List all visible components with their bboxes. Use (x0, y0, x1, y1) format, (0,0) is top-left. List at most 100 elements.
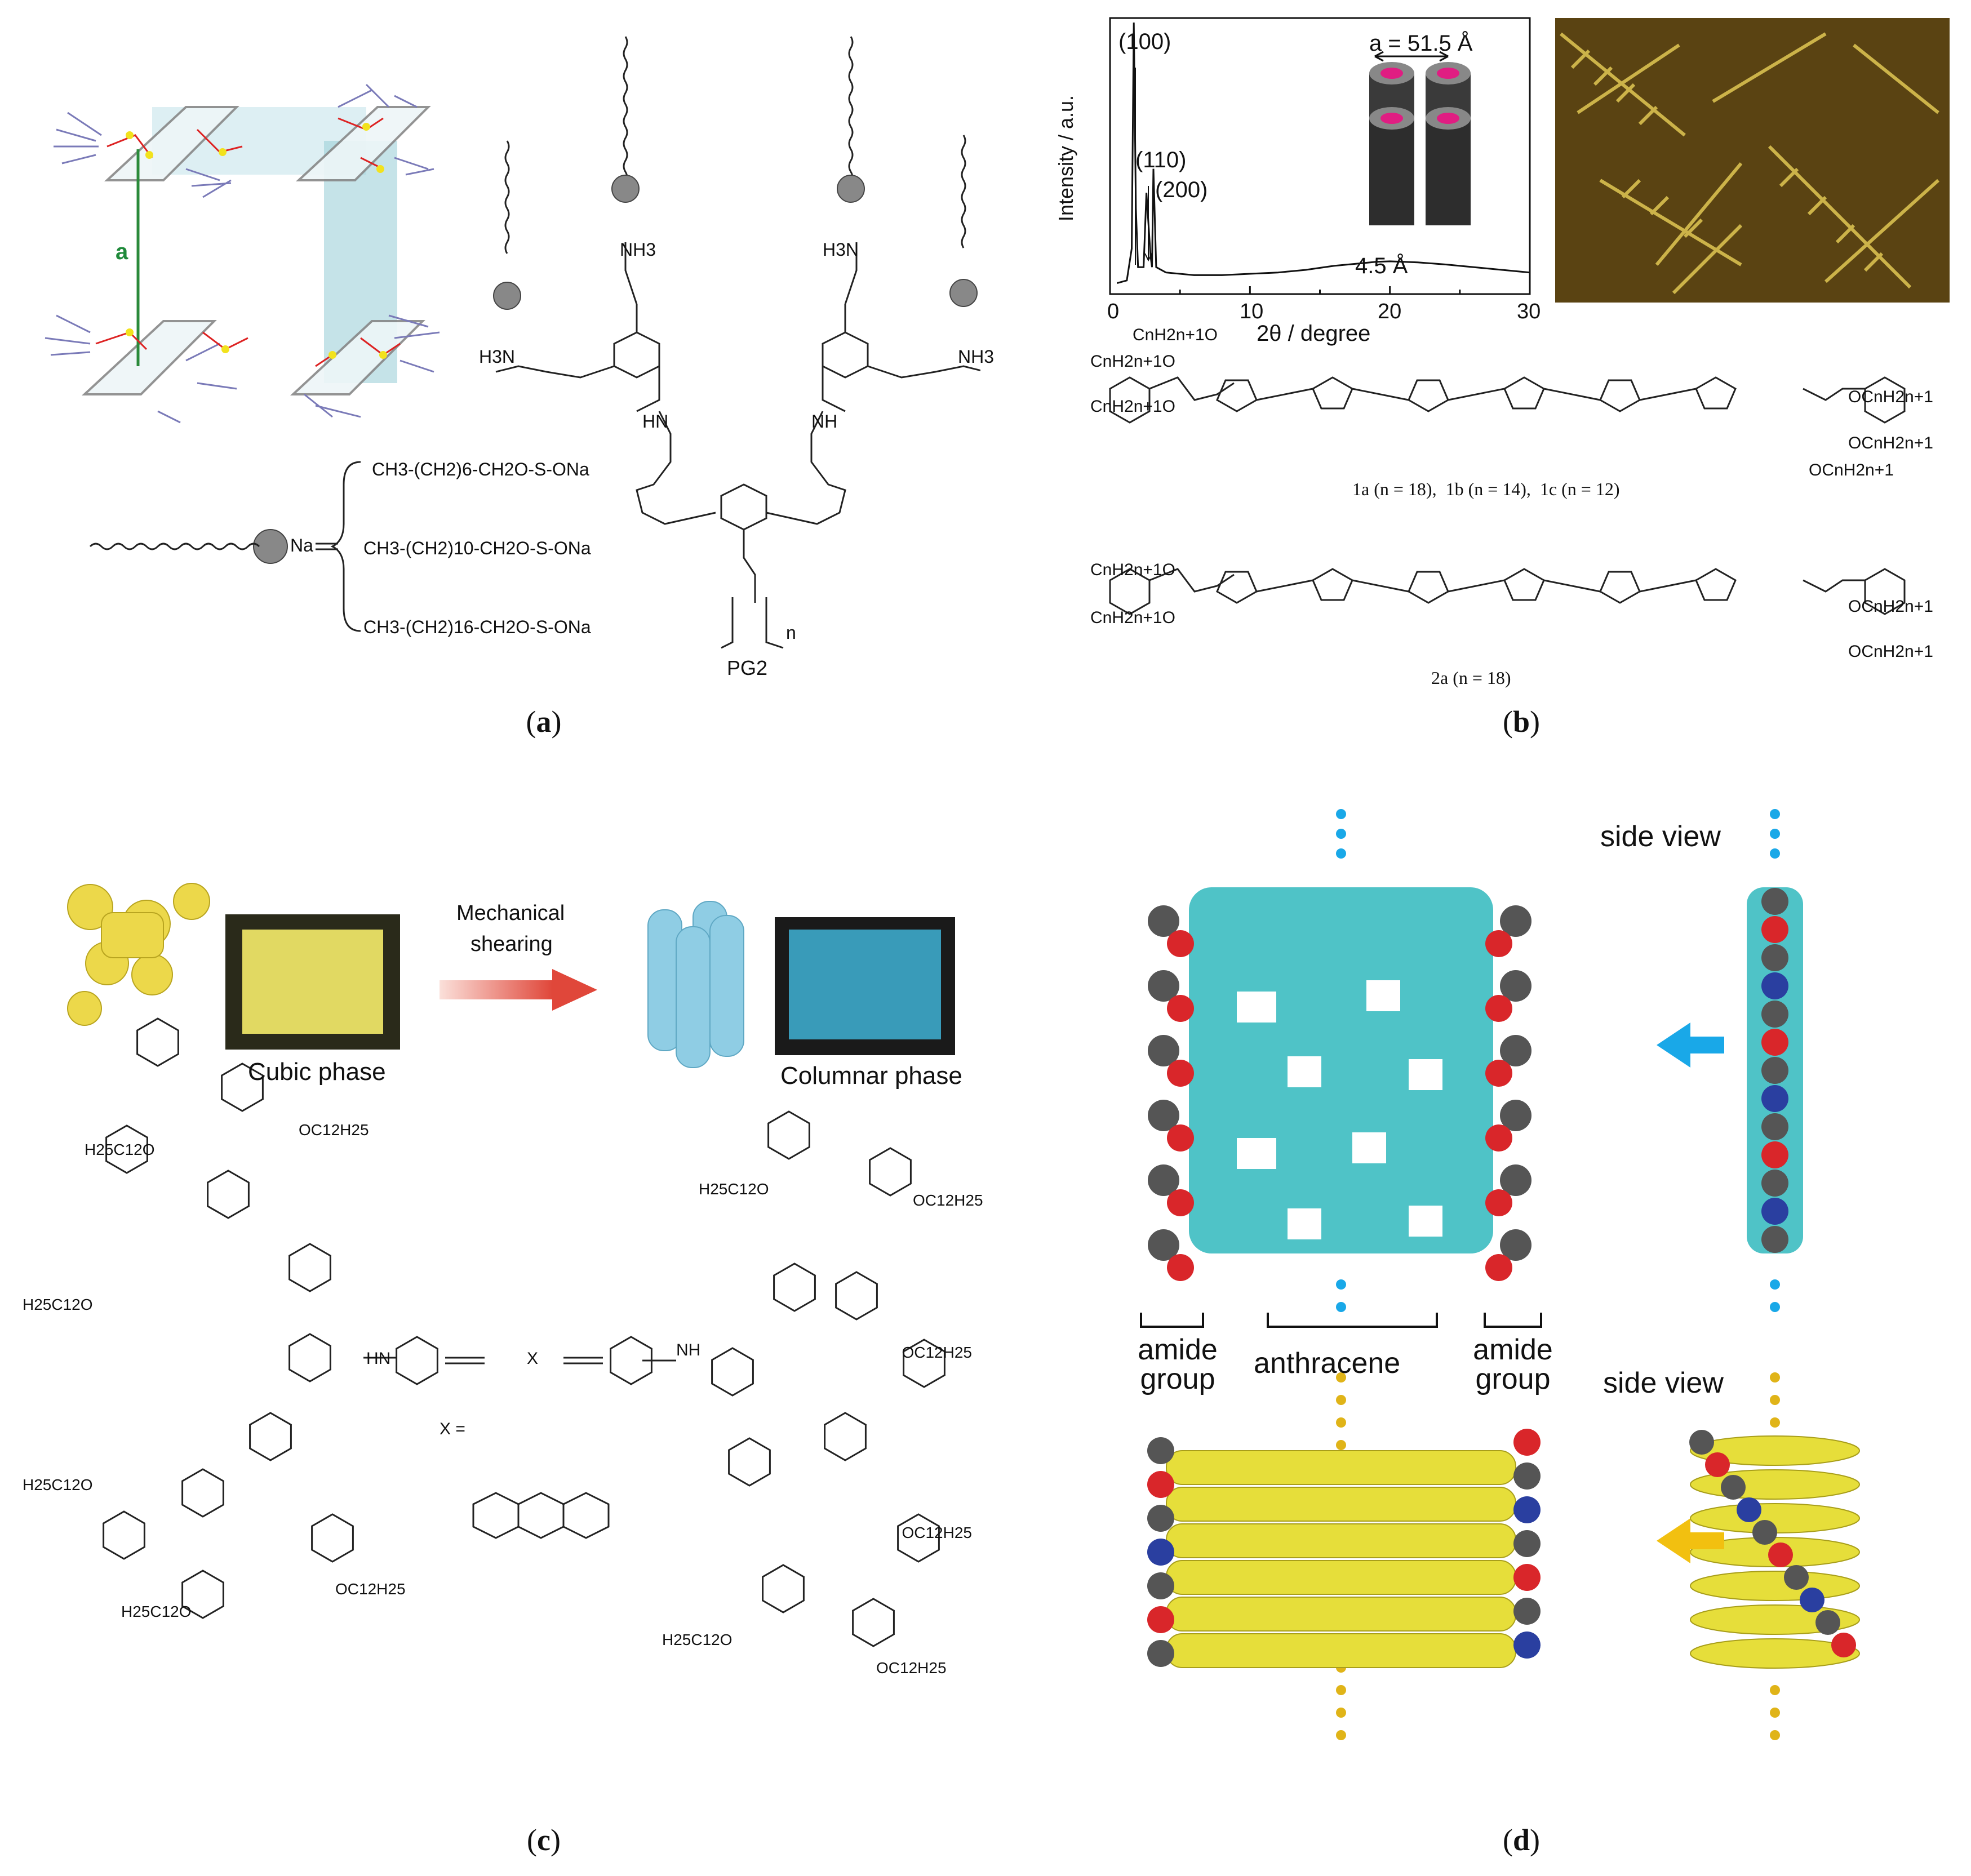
xrd-xlabel: 2θ / degree (1257, 321, 1371, 346)
chain-c-5: OC12H25 (335, 1580, 406, 1598)
anthracene-rod (1690, 1435, 1860, 1466)
thiophene-bond (1448, 579, 1505, 593)
panel-d-figure (1140, 809, 1860, 1740)
thiophene-ring (1503, 568, 1545, 601)
atom (1752, 1520, 1777, 1545)
cubic-label: Cubic phase (248, 1058, 386, 1086)
axis-dot (1770, 848, 1780, 859)
chain-c-8: OC12H25 (913, 1192, 983, 1209)
thiophene-bond (1256, 579, 1313, 593)
atom (1147, 1505, 1174, 1532)
alkoxy-2r-low: OCnH2n+1 (1848, 642, 1933, 661)
atom (1761, 1029, 1788, 1056)
atom (1147, 1640, 1174, 1667)
axis-dot (1336, 809, 1346, 819)
benzene-ring (711, 1347, 754, 1397)
atom (1485, 1254, 1512, 1281)
anthracene-rod (1166, 1523, 1516, 1558)
thiophene-ring (1503, 376, 1545, 410)
axis-dot (1336, 829, 1346, 839)
amide-group-left: amide group (1138, 1333, 1218, 1395)
yellow-molecule-model (1147, 1429, 1541, 1668)
xrd-ylabel: Intensity / a.u. (1054, 95, 1078, 222)
polymer-n: n (786, 623, 796, 643)
compound-1-labels: 1a (n = 18), 1b (n = 14), 1c (n = 12) (1352, 479, 1620, 499)
caption-b: (b) (1502, 705, 1540, 739)
alkoxy-1r-mid: OCnH2n+1 (1848, 434, 1933, 452)
axis-dot (1770, 829, 1780, 839)
xrd-pattern-line (1117, 22, 1530, 284)
atom (1737, 1497, 1761, 1522)
atom (1513, 1462, 1541, 1490)
chain-c-7: H25C12O (699, 1180, 769, 1198)
cyan-side-view (1747, 887, 1803, 1253)
thiophene-bond (1352, 579, 1409, 593)
thiophene-ring (1216, 571, 1258, 604)
atom (1761, 944, 1788, 971)
axis-dot (1770, 1708, 1780, 1718)
panel-a-figure (45, 36, 980, 649)
chain-c-12: OC12H25 (876, 1659, 947, 1677)
thiophene-bond (1639, 388, 1697, 401)
arrow-label-1: Mechanical (456, 901, 565, 925)
anthracene-rod (1166, 1560, 1516, 1595)
amide-left-a: HN (642, 411, 669, 432)
yellow-side-view (1689, 1430, 1860, 1669)
atom (1500, 1100, 1531, 1131)
axis-dot (1336, 1395, 1346, 1405)
alkoxy-2r-top: OCnH2n+1 (1848, 597, 1933, 616)
xrd-xtick-0: 0 (1107, 300, 1120, 323)
axis-dot (1336, 1372, 1346, 1382)
atom (1148, 970, 1179, 1002)
caption-a: (a) (526, 705, 562, 739)
amide-left-c: HN (366, 1349, 391, 1368)
ammonium-top-right: H3N (823, 239, 859, 260)
lattice-a: a = 51.5 Å (1369, 31, 1473, 56)
alkoxy-2-top: CnH2n+1O (1090, 561, 1175, 579)
yellow-arrow (1657, 1518, 1724, 1563)
ammonium-left: H3N (479, 346, 516, 367)
axis-dot (1770, 1302, 1780, 1312)
cubic-cluster (67, 883, 210, 1026)
atom (1761, 1198, 1788, 1225)
thiophene-bond (1543, 579, 1601, 593)
axis-dot (1336, 1417, 1346, 1428)
atom (1761, 1057, 1788, 1084)
benzene-ring (773, 1262, 816, 1312)
xrd-xtick-20: 20 (1378, 300, 1402, 323)
atom (1513, 1598, 1541, 1625)
benzene-ring (728, 1437, 771, 1487)
xrd-xtick-10: 10 (1240, 300, 1264, 323)
benzene-ring (249, 1412, 292, 1461)
arrow-label-2: shearing (470, 932, 553, 956)
alkoxy-1-top: CnH2n+1O (1133, 326, 1218, 344)
atom (1815, 1610, 1840, 1635)
dendrimer-structure (103, 1017, 945, 1647)
atom (1148, 905, 1179, 937)
alkoxy-1-low: CnH2n+1O (1090, 397, 1175, 416)
atom (1147, 1437, 1174, 1464)
thiophene-ring (1312, 568, 1353, 601)
compound-2-label: 2a (n = 18) (1431, 668, 1511, 688)
benzene-ring (610, 1336, 652, 1385)
atom (1784, 1565, 1809, 1590)
thiophene-ring (1408, 571, 1449, 604)
benzene-ring (207, 1170, 250, 1219)
column-stack-inset (1369, 51, 1471, 225)
benzene-ring (762, 1564, 805, 1613)
oligothiophene-2 (1109, 568, 1906, 615)
axis-dot (1770, 1395, 1780, 1405)
atom (1761, 1085, 1788, 1112)
thiophene-ring (1695, 376, 1737, 410)
atom (1148, 1100, 1179, 1131)
pg2-structure (495, 36, 980, 649)
axis-dot (1770, 1279, 1780, 1290)
atom (1167, 1124, 1194, 1152)
panel-c: Cubic phase Mechanical shearing Columnar… (0, 789, 983, 1876)
side-view-2: side view (1603, 1367, 1724, 1399)
benzene-ring (897, 1513, 940, 1563)
panel-d: side view side view amide group anthrace… (1037, 789, 1971, 1876)
ammonium-right: NH3 (958, 346, 995, 367)
atom (1147, 1471, 1174, 1498)
xrd-xtick-30: 30 (1517, 300, 1541, 323)
